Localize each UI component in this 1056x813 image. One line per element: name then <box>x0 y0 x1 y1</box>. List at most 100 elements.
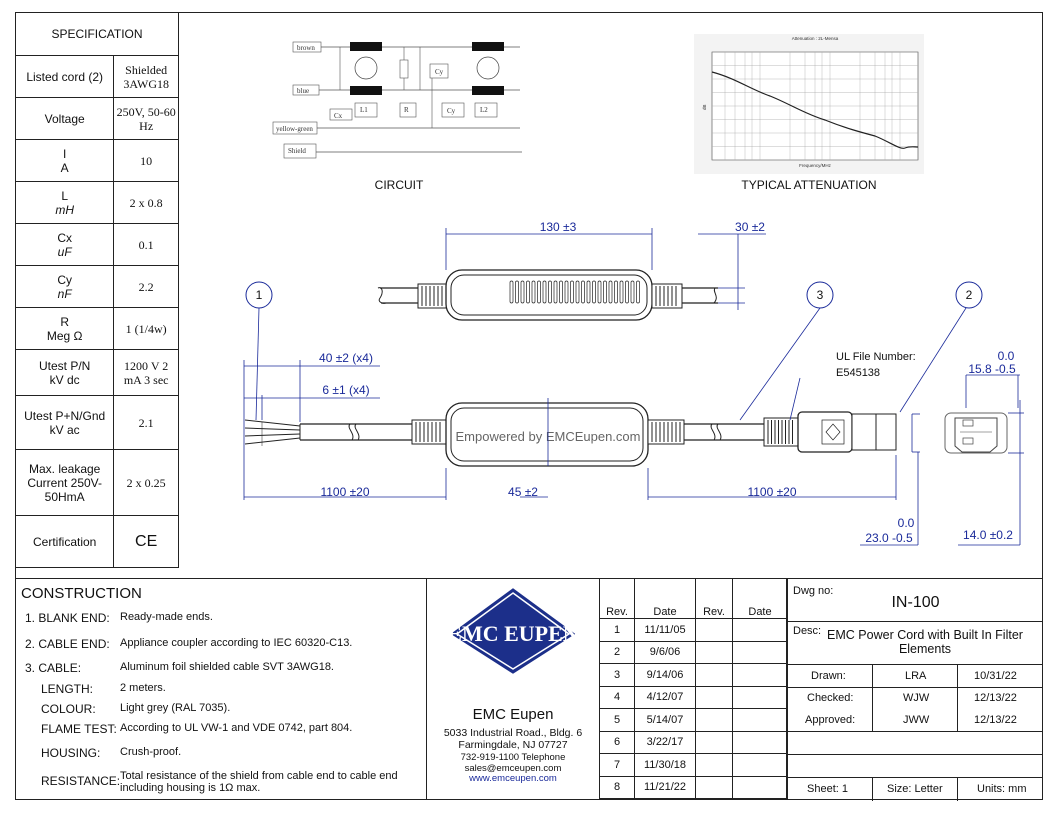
attenuation-caption: TYPICAL ATTENUATION <box>741 178 876 192</box>
spec-value-utest-gnd: 2.1 <box>113 395 179 450</box>
company-block: EMC EUPEN EMC Eupen 5033 Industrial Road… <box>427 578 599 800</box>
ul-file-label: UL File Number: <box>836 351 916 363</box>
drawn-by: LRA <box>905 670 927 682</box>
circuit-label-l2: L2 <box>480 106 488 114</box>
drawing-description: EMC Power Cord with Built In Filter Elem… <box>827 628 1023 656</box>
dim-connector-length: 23.0 -0.5 <box>865 531 913 545</box>
top-view-dimensions <box>445 228 766 310</box>
dim-front-width-tolerance: 0.0 <box>998 349 1015 363</box>
svg-text:2: 2 <box>966 288 973 302</box>
company-name: EMC Eupen <box>472 706 554 723</box>
rev-header: Rev. <box>599 578 635 619</box>
drawn-label: Drawn: <box>811 670 846 682</box>
circuit-label-cy1: Cy <box>435 68 444 76</box>
company-email: sales@emceupen.com <box>464 763 562 774</box>
circuit-label-yellow-green: yellow-green <box>276 125 313 133</box>
dim-housing-length: 130 ±3 <box>540 220 577 234</box>
construction-row: HOUSING:Crush-proof. <box>41 746 182 760</box>
company-phone: 732-919-1100 Telephone <box>460 752 566 763</box>
checked-by: WJW <box>903 692 930 704</box>
technical-drawing: brown blue Cy Cx L1 R Cy L2 yellow-green… <box>243 34 1024 546</box>
dim-wire-strip: 6 ±1 (x4) <box>322 383 369 397</box>
dim-housing-width: 30 ±2 <box>735 220 765 234</box>
callout-3: 3 <box>806 281 834 309</box>
dim-front-width: 15.8 -0.5 <box>968 362 1016 376</box>
cord-side-view <box>244 402 1008 467</box>
svg-text:3: 3 <box>817 288 824 302</box>
circuit-caption: CIRCUIT <box>375 178 424 192</box>
checked-date: 12/13/22 <box>974 692 1017 704</box>
attenuation-chart: Attenuation : 2L-Mensa Frequency/MHz dB <box>694 34 924 174</box>
attenuation-curve <box>711 71 919 149</box>
callout-2: 2 <box>955 281 983 309</box>
attenuation-xlabel: Frequency/MHz <box>799 163 832 168</box>
side-view-dimensions <box>243 307 1024 546</box>
circuit-label-l1: L1 <box>360 106 368 114</box>
approved-by: JWW <box>903 714 930 726</box>
drawing-number: IN-100 <box>891 594 940 611</box>
circuit-label-shield: Shield <box>288 147 306 155</box>
sheet-number: Sheet: 1 <box>807 783 848 795</box>
company-website: www.emceupen.com <box>469 773 557 784</box>
desc-label: Desc: <box>793 625 822 637</box>
company-address-2: Farmingdale, NJ 07727 <box>458 739 568 751</box>
approved-date: 12/13/22 <box>974 714 1017 726</box>
construction-row: 3. CABLE:Aluminum foil shielded cable SV… <box>25 661 334 675</box>
circuit-label-brown: brown <box>297 44 315 52</box>
construction-row: 2. CABLE END:Appliance coupler according… <box>25 637 353 651</box>
ul-file-number: E545138 <box>836 367 880 379</box>
dim-connector-length-tolerance: 0.0 <box>898 516 915 530</box>
title-block: Dwg no: IN-100 Desc: EMC Power Cord with… <box>786 578 1043 801</box>
dim-front-height: 14.0 ±0.2 <box>963 528 1013 542</box>
spec-value-cy: 2.2 <box>113 265 179 308</box>
sheet-size: Size: Letter <box>887 783 943 795</box>
drawn-date: 10/31/22 <box>974 670 1017 682</box>
spec-label-certification: Certification <box>14 515 115 568</box>
svg-text:1: 1 <box>256 288 263 302</box>
construction-row: 1. BLANK END:Ready-made ends. <box>25 611 213 625</box>
drawing-units: Units: mm <box>977 783 1027 795</box>
approved-label: Approved: <box>805 714 856 726</box>
construction-row: RESISTANCE:Total resistance of the shiel… <box>41 770 398 794</box>
circuit-label-cx: Cx <box>334 112 343 120</box>
dwg-no-label: Dwg no: <box>793 585 834 597</box>
dim-cable-length-left: 1100 ±20 <box>320 485 369 499</box>
construction-row: FLAME TEST:According to UL VW-1 and VDE … <box>41 722 353 736</box>
checked-label: Checked: <box>807 692 854 704</box>
spec-value-inductance: 2 x 0.8 <box>113 181 179 224</box>
spec-value-current: 10 <box>113 139 179 182</box>
construction-row: COLOUR:Light grey (RAL 7035). <box>41 702 231 716</box>
logo-text: EMC EUPEN <box>447 621 579 646</box>
callout-1: 1 <box>245 281 273 309</box>
specification-table: SPECIFICATION Listed cord (2)Shielded 3A… <box>14 12 179 568</box>
housing-top-view <box>377 269 718 321</box>
spec-value-cord: Shielded 3AWG18 <box>113 55 179 98</box>
spec-value-resistance: 1 (1/4w) <box>113 307 179 350</box>
spec-label-leakage: Max. leakage Current 250V-50HmA <box>14 449 115 516</box>
ce-mark: CE <box>113 515 179 568</box>
dim-strip-length: 40 ±2 (x4) <box>319 351 373 365</box>
construction-section: CONSTRUCTION 1. BLANK END:Ready-made end… <box>15 578 427 800</box>
dim-cable-length-right: 1100 ±20 <box>747 485 796 499</box>
circuit-label-cy2: Cy <box>447 107 456 115</box>
attenuation-ylabel: dB <box>702 104 707 110</box>
spec-value-cx: 0.1 <box>113 223 179 266</box>
circuit-diagram: brown blue Cy Cx L1 R Cy L2 yellow-green… <box>272 41 522 159</box>
spec-value-leakage: 2 x 0.25 <box>113 449 179 516</box>
construction-row: LENGTH:2 meters. <box>41 682 166 696</box>
